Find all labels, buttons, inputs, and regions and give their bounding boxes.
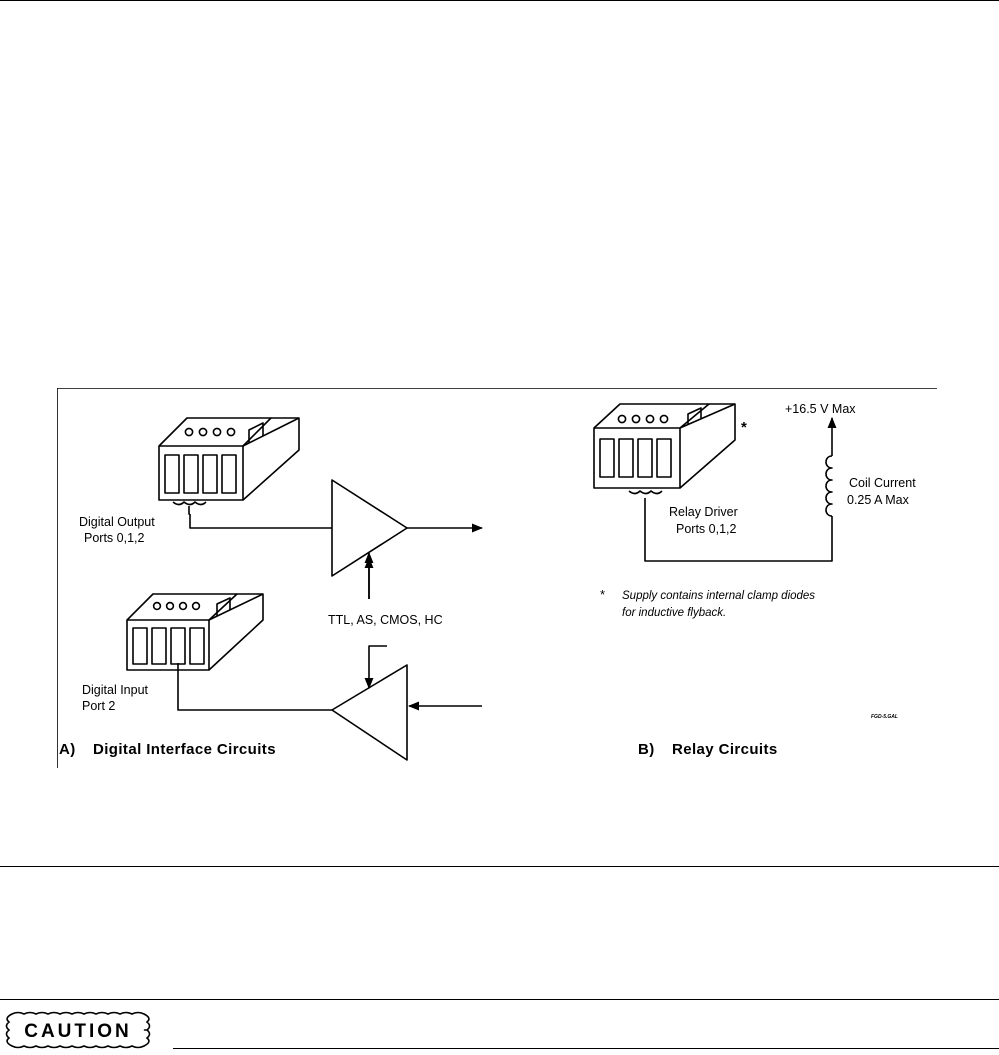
relay-coil xyxy=(825,455,833,517)
footnote-line-2: for inductive flyback. xyxy=(622,607,726,619)
input-signal-line xyxy=(177,663,332,711)
caution-bottom-rule xyxy=(173,1048,999,1049)
coil-current-label: Coil Current xyxy=(849,476,916,490)
caption-a-letter: A) xyxy=(59,741,76,758)
digital-input-label: Digital Input xyxy=(82,683,149,697)
input-enable-line xyxy=(364,645,387,690)
relay-driver-ports: Ports 0,1,2 xyxy=(676,522,736,536)
digital-output-connector xyxy=(158,417,300,515)
section-rule xyxy=(0,866,999,867)
supply-voltage-label: +16.5 V Max xyxy=(785,402,856,416)
caption-b-letter: B) xyxy=(638,741,655,758)
caution-top-rule xyxy=(0,999,999,1000)
circuit-diagram: Digital Output Ports 0,1,2 TTL, AS, CMOS… xyxy=(57,388,937,768)
output-signal-line xyxy=(189,514,332,529)
caption-a-text: Digital Interface Circuits xyxy=(93,741,276,758)
caution-label: CAUTION xyxy=(24,1021,132,1042)
caption-b-text: Relay Circuits xyxy=(672,741,778,758)
footnote-line-1: Supply contains internal clamp diodes xyxy=(622,590,815,602)
digital-input-connector xyxy=(126,593,264,671)
top-rule xyxy=(0,0,999,1)
figure-frame xyxy=(57,388,937,768)
circuit-figure: Digital Output Ports 0,1,2 TTL, AS, CMOS… xyxy=(57,388,937,768)
digital-input-port: Port 2 xyxy=(82,699,115,713)
relay-loop-line xyxy=(644,498,833,562)
figure-code: FGD-5.GAL xyxy=(871,714,898,720)
relay-asterisk: * xyxy=(741,419,747,436)
relay-driver-label: Relay Driver xyxy=(669,505,738,519)
digital-output-ports: Ports 0,1,2 xyxy=(84,531,144,545)
logic-families-label: TTL, AS, CMOS, HC xyxy=(328,613,443,627)
relay-driver-connector xyxy=(593,403,736,495)
footnote-asterisk: * xyxy=(600,587,605,602)
digital-output-label: Digital Output xyxy=(79,515,155,529)
caution-badge: CAUTION xyxy=(2,1010,152,1050)
coil-current-max: 0.25 A Max xyxy=(847,493,910,507)
